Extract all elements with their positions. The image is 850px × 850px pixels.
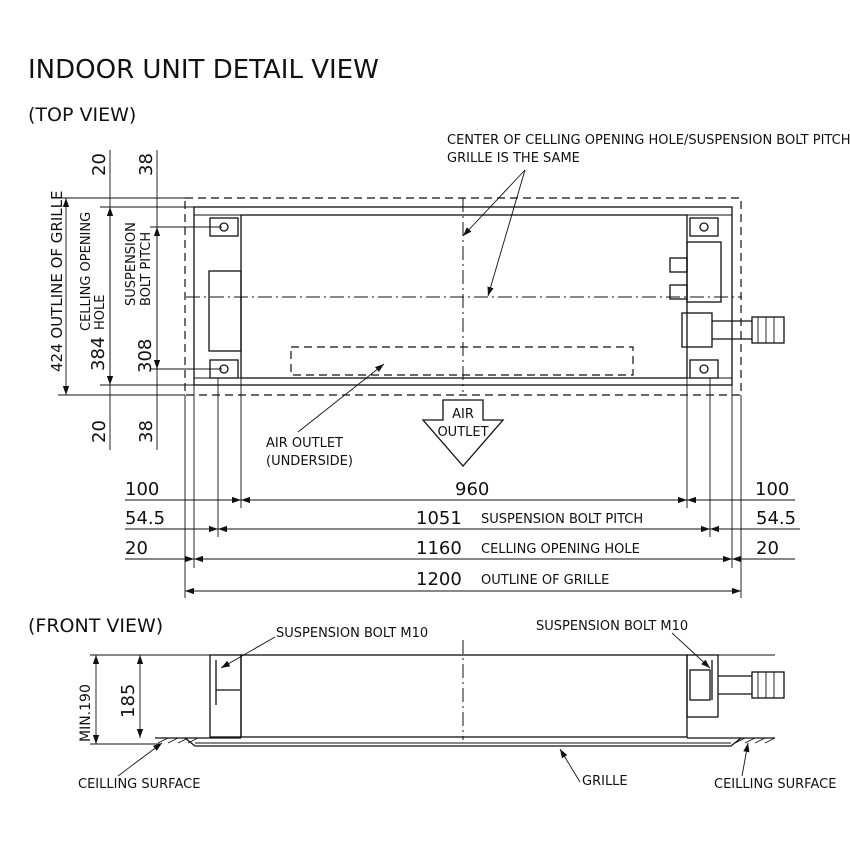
air-outlet-note-line1: AIR OUTLET bbox=[266, 436, 343, 451]
front-grille bbox=[184, 737, 742, 747]
front-bolt-left-label: SUSPENSION BOLT M10 bbox=[276, 626, 428, 641]
dim-100-left: 100 bbox=[125, 479, 159, 500]
front-bolt-bracket-right bbox=[686, 654, 785, 718]
drain-pipe bbox=[681, 312, 785, 348]
dim-20-left: 20 bbox=[125, 538, 148, 559]
dim-1200-label: OUTLINE OF GRILLE bbox=[481, 573, 609, 588]
dim-top-20: 20 bbox=[89, 153, 110, 176]
right-drain-box bbox=[686, 241, 722, 303]
bolt-bracket-tr bbox=[689, 217, 719, 237]
dim-hole-384: 384 bbox=[88, 337, 109, 371]
dim-1160: 1160 bbox=[416, 538, 462, 559]
ceiling-surface-left-label: CEILLING SURFACE bbox=[78, 777, 200, 792]
dim-hole-label2: HOLE bbox=[93, 295, 108, 330]
dim-1051: 1051 bbox=[416, 508, 462, 529]
dim-1200: 1200 bbox=[416, 569, 462, 590]
dim-bolt-label2: BOLT PITCH bbox=[139, 232, 154, 306]
left-control-box bbox=[208, 270, 242, 352]
front-bolt-bracket-left bbox=[209, 654, 242, 738]
grille-label: GRILLE bbox=[582, 774, 628, 789]
center-note-line1: CENTER OF CELLING OPENING HOLE/SUSPENSIO… bbox=[447, 133, 850, 148]
front-bolt-right-label: SUSPENSION BOLT M10 bbox=[536, 619, 688, 634]
dim-hole-label1: CELLING OPENING bbox=[79, 212, 94, 331]
center-note-line2: GRILLE IS THE SAME bbox=[447, 151, 580, 166]
dim-bottom-38: 38 bbox=[136, 420, 157, 443]
dim-960: 960 bbox=[455, 479, 489, 500]
air-outlet-arrow bbox=[421, 399, 505, 467]
dim-bolt-label1: SUSPENSION bbox=[124, 222, 139, 306]
dim-min190: MIN.190 bbox=[78, 684, 94, 742]
dim-185: 185 bbox=[118, 684, 139, 718]
bolt-bracket-br bbox=[689, 359, 719, 379]
air-outlet-arrow-label2: OUTLET bbox=[437, 425, 488, 440]
dim-545-right: 54.5 bbox=[756, 508, 796, 529]
dim-545-left: 54.5 bbox=[125, 508, 165, 529]
top-view-label: (TOP VIEW) bbox=[28, 104, 136, 126]
dim-bolt-308: 308 bbox=[135, 339, 156, 373]
ceiling-surface-right bbox=[687, 737, 776, 744]
front-unit-body bbox=[240, 654, 688, 738]
dim-20-right: 20 bbox=[756, 538, 779, 559]
air-outlet-note-line2: (UNDERSIDE) bbox=[266, 454, 353, 469]
ceiling-surface-right-label: CEILLING SURFACE bbox=[714, 777, 836, 792]
air-outlet-arrow-label1: AIR bbox=[452, 407, 474, 422]
ceiling-surface-left bbox=[155, 737, 241, 744]
dim-top-38: 38 bbox=[136, 153, 157, 176]
drawing-title: INDOOR UNIT DETAIL VIEW bbox=[28, 55, 379, 85]
dim-100-right: 100 bbox=[755, 479, 789, 500]
dim-1051-label: SUSPENSION BOLT PITCH bbox=[481, 512, 643, 527]
air-outlet-dashed bbox=[290, 346, 634, 376]
dim-1160-label: CELLING OPENING HOLE bbox=[481, 542, 640, 557]
front-view-label: (FRONT VIEW) bbox=[28, 615, 163, 637]
dim-bottom-20: 20 bbox=[89, 420, 110, 443]
dim-grille-outline-424: 424 OUTLINE OF GRILLE bbox=[48, 191, 66, 372]
